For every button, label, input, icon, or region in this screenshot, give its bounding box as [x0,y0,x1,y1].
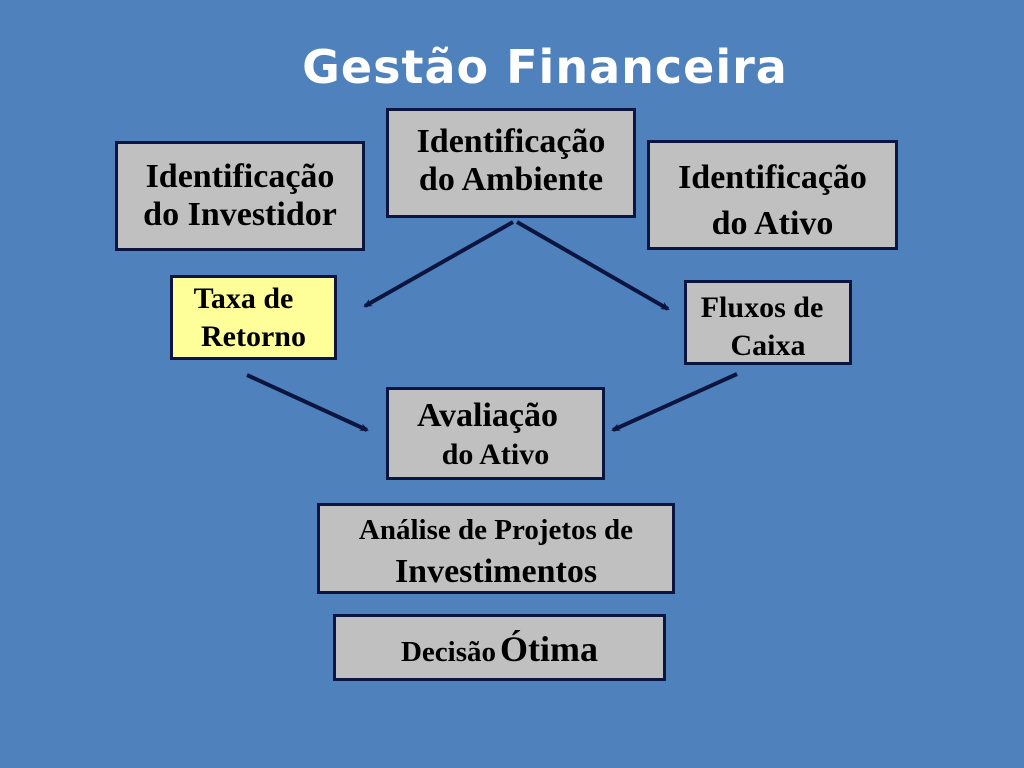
box-avaliacao-line1: Avaliação [416,397,558,434]
box-avaliacao-do-ativo: Avaliação do Ativo [386,387,605,480]
box-ambiente-line1: Identificação [416,123,606,160]
box-avaliacao-line2: do Ativo [441,437,550,471]
arrow-fluxos-to-avaliacao [611,372,738,432]
arrow-taxa-to-avaliacao [246,373,369,432]
box-analise-line2: Investimentos [394,552,598,590]
box-decisao-word2: Ótima [500,629,598,669]
box-fluxos-de-caixa: Fluxos de Caixa [684,280,852,365]
box-investidor-line1: Identificação [145,158,335,195]
box-ambiente-line2: do Ambiente [418,161,604,199]
arrow-ambiente-to-taxa [363,220,514,308]
box-identificacao-investidor: Identificação do Investidor [115,141,365,251]
box-taxa-line1: Taxa de [193,282,294,315]
box-analise-line1: Análise de Projetos de [358,514,634,546]
box-fluxos-line1: Fluxos de [700,291,824,324]
box-identificacao-ativo: Identificação do Ativo [647,140,898,250]
box-decisao-text: Decisão Ótima [336,629,663,669]
box-investidor-line2: do Investidor [143,196,337,234]
box-analise-projetos: Análise de Projetos de Investimentos [317,503,675,594]
arrow-ambiente-to-fluxos [516,220,670,311]
box-ativo-line2: do Ativo [711,204,834,242]
box-taxa-de-retorno: Taxa de Retorno [170,275,337,360]
box-taxa-line2: Retorno [201,319,306,353]
box-decisao-otima: Decisão Ótima [333,614,666,681]
page-title: Gestão Financeira [302,40,788,94]
box-fluxos-line2: Caixa [730,328,806,362]
box-identificacao-ambiente: Identificação do Ambiente [386,108,636,218]
box-ativo-line1: Identificação [678,159,867,196]
box-decisao-word1: Decisão [400,636,497,668]
